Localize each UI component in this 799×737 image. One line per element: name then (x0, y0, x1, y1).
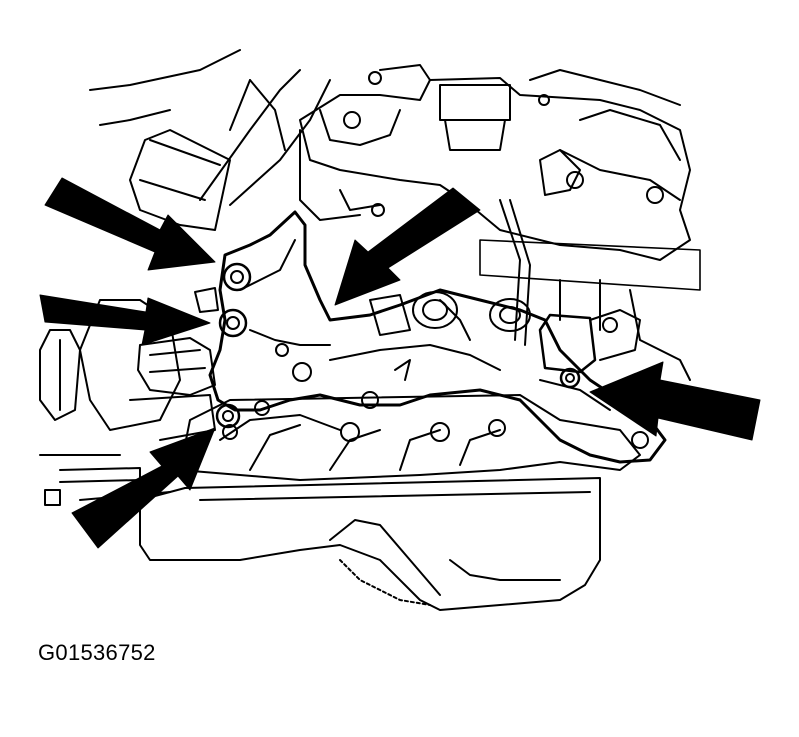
manifold-bolts (215, 262, 581, 429)
bolt-upper-left (222, 262, 252, 292)
arrow-center (334, 187, 481, 306)
arrow-lower-left (71, 427, 216, 549)
manifold-ports (254, 291, 649, 449)
clamp-left (137, 287, 219, 396)
arrow-upper-left (44, 177, 216, 271)
bolt-middle-left (218, 308, 248, 338)
figure-id-label: G01536752 (38, 640, 156, 665)
exhaust-manifold (208, 210, 667, 464)
oil-pan (139, 477, 601, 611)
intake-pipe (89, 49, 331, 231)
arrows (39, 177, 761, 549)
bolt-right (559, 367, 581, 389)
bolt-lower-left (215, 403, 241, 429)
bracket-right (538, 309, 641, 374)
arrow-middle-left (39, 294, 211, 346)
arrow-right (589, 361, 761, 441)
cylinder-head (299, 64, 701, 381)
